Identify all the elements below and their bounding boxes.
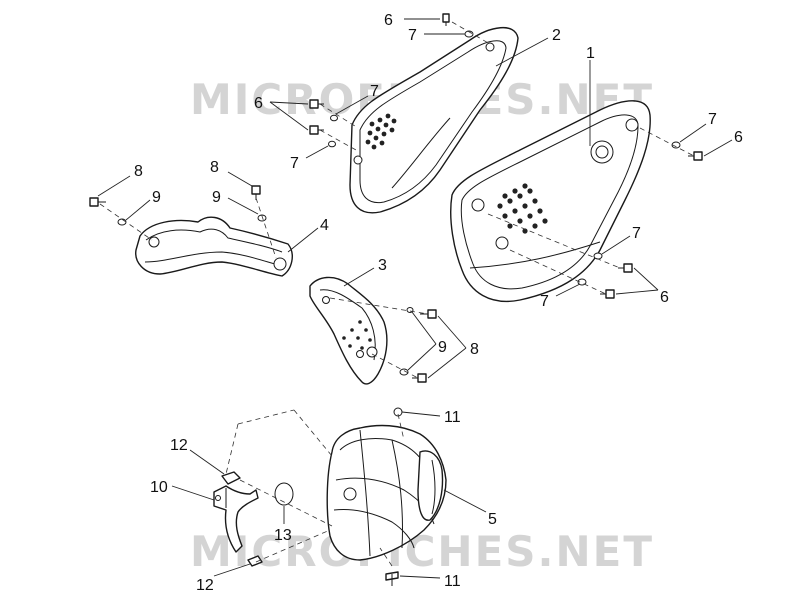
callout-10: 10 [150, 479, 168, 496]
callout-leader-lines [97, 18, 733, 579]
callout-3: 3 [378, 257, 387, 274]
callout-6-bottom: 6 [660, 289, 669, 306]
callout-8-left: 8 [134, 163, 143, 180]
callout-12-top: 12 [170, 437, 188, 454]
callout-9-center: 9 [438, 339, 447, 356]
part-2-side-cover-left [349, 26, 519, 214]
callout-1: 1 [586, 45, 595, 62]
callout-11-top: 11 [444, 409, 461, 426]
callout-2: 2 [552, 27, 561, 44]
callout-9-left: 9 [152, 189, 161, 206]
part-4-heat-shield [135, 216, 293, 277]
watermark-bottom: MICROFICHES.NET [190, 527, 654, 576]
assembly-dashed-lines [99, 21, 695, 567]
part-12-nut-bottom [247, 555, 263, 567]
callout-7-bottom: 7 [540, 293, 549, 310]
callout-6-top: 6 [384, 12, 393, 29]
callout-4: 4 [320, 217, 329, 234]
part-5-lower-cover [326, 424, 447, 561]
callout-7-right-lower: 7 [632, 225, 641, 242]
hardware-fasteners [89, 13, 703, 383]
callout-13: 13 [274, 527, 292, 544]
callout-8-mid: 8 [210, 159, 219, 176]
callout-7-top: 7 [408, 27, 417, 44]
part-13-plug [274, 482, 294, 506]
callout-6-right: 6 [734, 129, 743, 146]
callout-7-right: 7 [708, 111, 717, 128]
part-3-holes [342, 320, 372, 350]
part-12-nut-top [221, 471, 241, 485]
callout-7-left: 7 [290, 155, 299, 172]
callout-8-center: 8 [470, 341, 479, 358]
part-2-vent-holes [365, 113, 397, 150]
part-3-heat-shield [309, 276, 388, 385]
callout-9-mid: 9 [212, 189, 221, 206]
callout-6-left: 6 [254, 95, 263, 112]
part-1-vent-holes [497, 183, 548, 234]
part-10-bracket [213, 485, 259, 553]
callout-labels: 6 7 2 1 7 6 7 7 6 7 7 6 8 9 8 9 4 3 9 8 … [134, 12, 743, 594]
callout-5: 5 [488, 511, 497, 528]
part-11-screw-bottom [385, 571, 399, 586]
callout-7-mid-left: 7 [370, 83, 379, 100]
part-1-side-cover-right [450, 100, 651, 302]
callout-11-bottom: 11 [444, 573, 461, 590]
callout-12-bottom: 12 [196, 577, 214, 594]
